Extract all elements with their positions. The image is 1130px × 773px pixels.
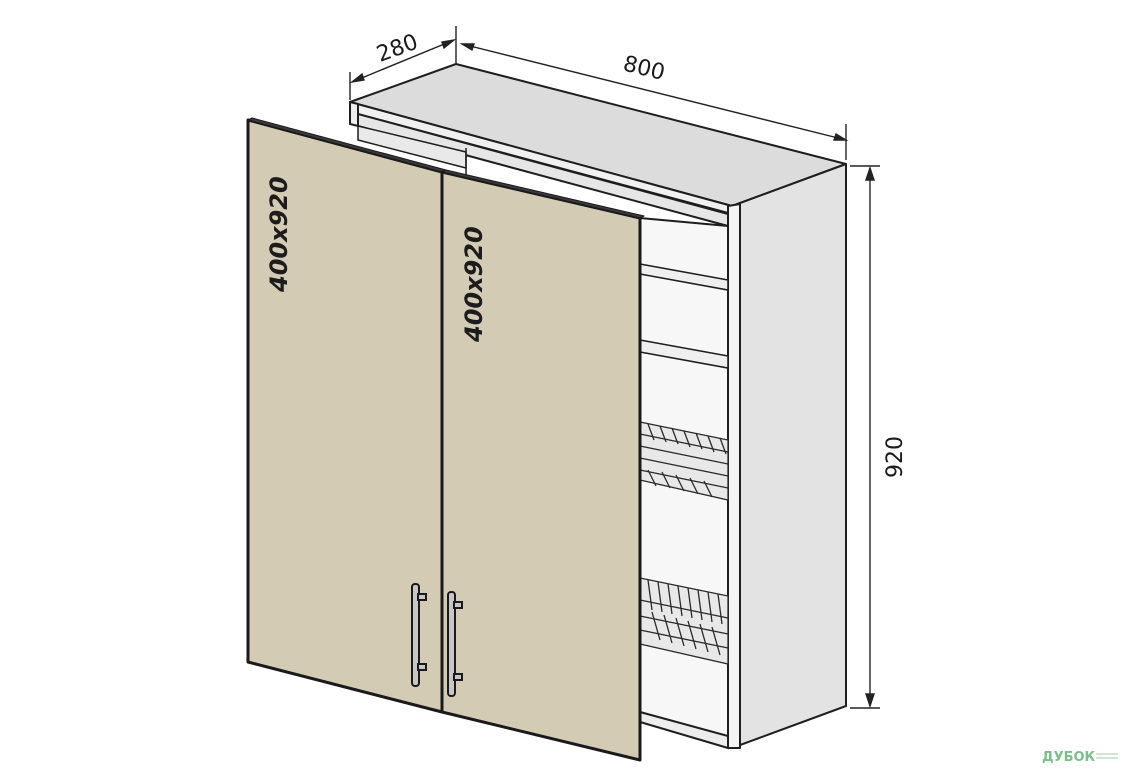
right-side-panel — [731, 163, 847, 749]
depth-dimension — [349, 26, 457, 100]
interior-ceiling — [357, 113, 729, 227]
left-side-edge — [349, 101, 359, 127]
right-door — [440, 169, 645, 762]
watermark-lines — [1096, 753, 1118, 759]
watermark-logo: ДУБОК — [1042, 750, 1096, 765]
right-handle — [447, 591, 463, 697]
left-handle — [411, 583, 427, 687]
depth-label: 280 — [374, 30, 422, 68]
right-panel-edge — [727, 203, 741, 749]
height-label: 920 — [883, 436, 908, 478]
left-door-size-label: 400x920 — [265, 176, 293, 293]
dish-rack-upper — [639, 421, 729, 501]
dish-rack-lower — [639, 577, 729, 665]
width-label: 800 — [621, 52, 668, 86]
right-door-size-label: 400x920 — [460, 226, 488, 343]
height-dimension — [850, 165, 880, 709]
interior-top-left — [357, 125, 467, 176]
width-dimension — [459, 43, 849, 160]
